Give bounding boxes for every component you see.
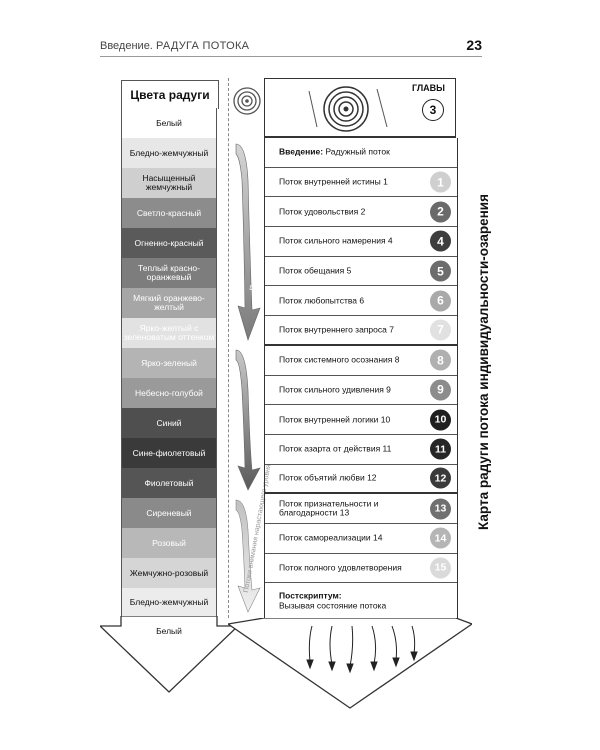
table-row: Поток сильного удивления 9 9 — [265, 376, 457, 406]
flow-number-badge: 13 — [430, 498, 451, 520]
flow-label: Поток удовольствия 2 — [279, 206, 366, 217]
flow-number-badge: 2 — [430, 201, 451, 223]
flow-label: Поток любопытства 6 — [279, 295, 365, 306]
table-row-postscript: Постскриптум:Вызывая состояние потока — [265, 583, 457, 622]
table-row: Поток обещания 5 5 — [265, 257, 457, 287]
rainbow-band: Белый — [121, 108, 217, 139]
rainbow-band: Жемчужно-розовый — [121, 558, 217, 589]
flow-number-badge: 1 — [430, 171, 451, 193]
flow-label: Поток внутренней логики 10 — [279, 413, 391, 424]
rainbow-band: Насыщенный жемчужный — [121, 168, 217, 199]
chapter-number-badge: 3 — [422, 99, 444, 121]
flow-label: Поток полного удовлетворения — [279, 562, 402, 573]
flow-label: Поток сильного намерения 4 — [279, 235, 393, 246]
stream-arrow-attention — [235, 143, 261, 341]
rainbow-band: Светло-красный — [121, 198, 217, 229]
flow-label: Поток системного осознания 8 — [279, 354, 400, 365]
rainbow-band: Сине-фиолетовый — [121, 438, 217, 469]
rainbow-arrow — [100, 616, 238, 693]
flow-bottom-arrow — [228, 618, 472, 709]
flow-label: Поток внутреннего запроса 7 — [279, 324, 394, 335]
map-title-vertical: Карта радуги потока индивидуальности-оза… — [476, 194, 491, 530]
intro-text: Радужный поток — [323, 146, 390, 157]
rainbow-band: Бледно-жемчужный — [121, 588, 217, 619]
flow-number-badge: 14 — [430, 527, 451, 549]
rainbow-band: Теплый красно-оранжевый — [121, 258, 217, 289]
table-row: Поток внутреннего запроса 7 7 — [265, 316, 457, 346]
table-row: Поток полного удовлетворения 15 — [265, 554, 457, 584]
flow-label: Поток обещания 5 — [279, 265, 352, 276]
flow-number-badge: 4 — [430, 230, 451, 252]
flow-label: Поток признательности и благодарности 13 — [279, 498, 379, 518]
table-row-intro: Введение: Радужный поток — [265, 138, 457, 168]
table-row: Поток внутренней истины 1 1 — [265, 168, 457, 198]
rainbow-band: Синий — [121, 408, 217, 439]
rainbow-final-label: Белый — [156, 626, 182, 636]
flow-table: Введение: Радужный поток Поток внутренне… — [264, 138, 458, 622]
rainbow-band: Мягкий оранжево-желтый — [121, 288, 217, 319]
chapters-header: ГЛАВЫ 3 — [264, 78, 456, 138]
table-row: Поток системного осознания 8 8 — [265, 346, 457, 376]
page-number: 23 — [466, 37, 482, 53]
flow-label: Поток внутренней истины 1 — [279, 176, 388, 187]
flow-number-badge: 6 — [430, 290, 451, 312]
flow-number-badge: 12 — [430, 467, 451, 489]
running-head-title: РАДУГА ПОТОКА — [155, 40, 250, 52]
table-row: Поток азарта от действия 11 11 — [265, 435, 457, 465]
flow-number-badge: 9 — [430, 379, 451, 401]
flow-number-badge: 15 — [430, 557, 451, 579]
intro-label: Введение: Радужный поток — [279, 146, 419, 157]
flow-number-badge: 7 — [430, 319, 451, 341]
stream-arrow-intention — [235, 349, 261, 491]
flow-number-badge: 8 — [430, 349, 451, 371]
table-row: Поток внутренней логики 10 10 — [265, 405, 457, 435]
spiral-icon — [233, 87, 261, 115]
flow-label: Поток сильного удивления 9 — [279, 384, 391, 395]
page-header: Введение. РАДУГА ПОТОКА 23 — [100, 37, 482, 57]
stream-arrow-rising — [235, 499, 261, 613]
rainbow-band: Небесно-голубой — [121, 378, 217, 409]
flow-label: Поток объятий любви 12 — [279, 472, 377, 483]
dashed-separator — [228, 78, 229, 618]
running-head: Введение. РАДУГА ПОТОКА — [100, 40, 249, 52]
table-row: Поток сильного намерения 4 4 — [265, 227, 457, 257]
running-head-section: Введение. — [100, 40, 153, 52]
postscript-label: Постскриптум:Вызывая состояние потока — [279, 590, 419, 611]
table-row: Поток признательности и благодарности 13… — [265, 494, 457, 524]
chapters-label: ГЛАВЫ — [411, 83, 445, 93]
rainbow-band: Сиреневый — [121, 498, 217, 529]
table-row: Поток удовольствия 2 2 — [265, 197, 457, 228]
flow-number-badge: 5 — [430, 260, 451, 282]
stream-arrows — [235, 143, 261, 613]
rainbow-band: Фиолетовый — [121, 468, 217, 499]
flow-number-badge: 10 — [430, 409, 451, 431]
rainbow-band: Ярко-зеленый — [121, 348, 217, 379]
table-row: Поток любопытства 6 6 — [265, 286, 457, 317]
postscript-bold: Постскриптум: — [279, 590, 342, 601]
rainbow-band: Огненно-красный — [121, 228, 217, 259]
flow-number-badge: 11 — [430, 438, 451, 460]
postscript-text: Вызывая состояние потока — [279, 600, 387, 611]
flow-label: Поток самореализации 14 — [279, 532, 383, 543]
rainbow-band: Бледно-жемчужный — [121, 138, 217, 169]
flow-label: Поток азарта от действия 11 — [279, 443, 392, 454]
table-row: Поток самореализации 14 14 — [265, 524, 457, 554]
rainbow-band: Розовый — [121, 528, 217, 559]
intro-bold: Введение: — [279, 146, 324, 157]
rainbow-band: Ярко-желтый с зеленоватым оттенком — [121, 318, 217, 349]
swirl-icon — [308, 86, 388, 132]
table-row: Поток объятий любви 12 12 — [265, 465, 457, 495]
rainbow-title: Цвета радуги — [121, 80, 219, 109]
